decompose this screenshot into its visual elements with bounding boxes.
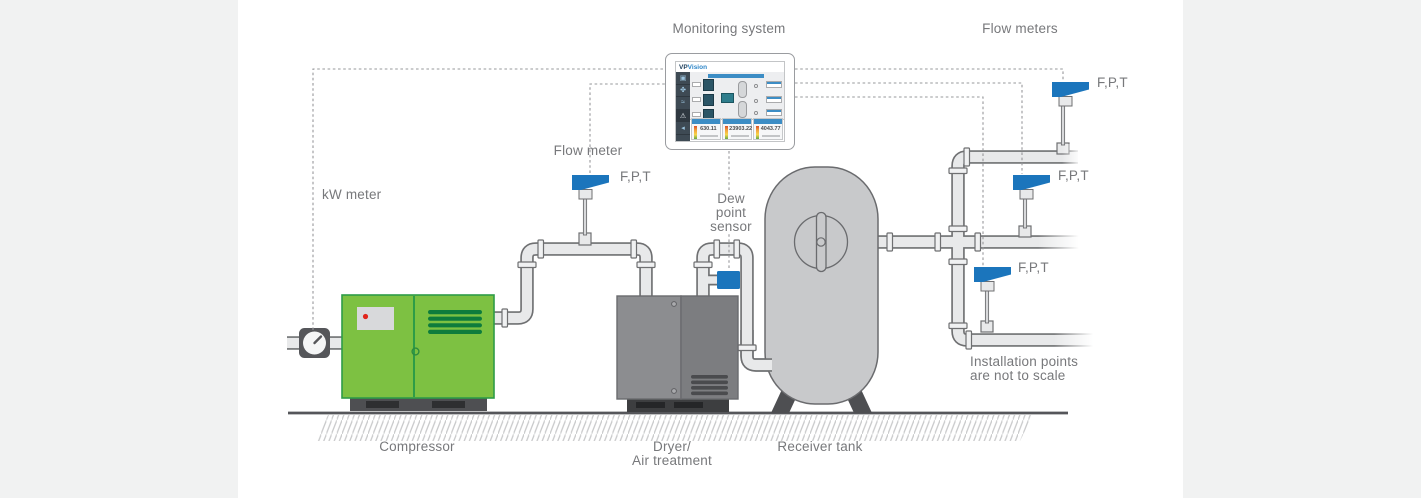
- pipe-flanges: [501, 147, 982, 352]
- diagram-canvas: VPVision ▣ ✤ ≈ ⚠ ◂: [238, 0, 1183, 498]
- pipe-fades: [1038, 144, 1100, 352]
- flow-meter-sensor-icon: [1013, 175, 1050, 229]
- vpvision-header: VPVision: [676, 62, 784, 72]
- tank-manhole-icon: [793, 211, 849, 273]
- stat-unit: [700, 134, 718, 137]
- system-diagram: [287, 68, 1100, 441]
- collapse-nav-icon: ◂: [676, 122, 690, 135]
- vpvision-screen: VPVision ▣ ✤ ≈ ⚠ ◂: [675, 61, 785, 142]
- mini-tank: [738, 101, 747, 118]
- stat-card-header: [754, 119, 783, 124]
- stat-value: 630.11: [700, 126, 717, 132]
- brand-vp: VP: [679, 64, 688, 71]
- stat-card: 4043.77: [753, 118, 784, 140]
- mini-tank: [738, 81, 747, 98]
- flow-meters-label: Flow meters: [982, 21, 1058, 36]
- stat-card: 23903.22: [722, 118, 752, 140]
- vpvision-stats-row: 630.11 23903.22 4043.77: [691, 118, 784, 140]
- flow-meter-sensor-icon: [974, 267, 1011, 324]
- dryer-screw-icon: [671, 301, 677, 307]
- alarm-nav-icon: ⚠: [676, 109, 690, 123]
- stat-gauge-icon: [755, 125, 759, 139]
- monitoring-system-label: Monitoring system: [672, 21, 786, 36]
- stat-value: 23903.22: [729, 126, 753, 132]
- flow-meter-sensor-icon: [572, 175, 609, 236]
- mini-readout: [766, 81, 782, 88]
- mini-flow-meter: [754, 111, 758, 115]
- vpvision-flow-diagram: [690, 72, 784, 121]
- flow-meter-sensor-icon: [1052, 82, 1089, 146]
- compressor-status-led: [362, 313, 369, 320]
- fpt-label: F,P,T: [620, 169, 651, 184]
- dryer-label-line2: Air treatment: [632, 453, 712, 468]
- flow-meter-sensors: [572, 82, 1089, 324]
- stat-unit: [762, 134, 781, 137]
- dryer: [616, 295, 739, 412]
- dew-point-sensor-label: Dew point sensor: [708, 192, 754, 234]
- stat-gauge-icon: [724, 125, 728, 139]
- mini-readout: [766, 96, 782, 103]
- receiver-tank: [737, 166, 879, 413]
- brand-vision: Vision: [687, 64, 708, 71]
- compressor-vents-icon: [428, 310, 482, 334]
- compressor-label: Compressor: [379, 439, 455, 454]
- mini-compressor: [703, 94, 714, 106]
- vpvision-sidebar: ▣ ✤ ≈ ⚠ ◂: [676, 72, 690, 141]
- stat-unit: [731, 134, 749, 137]
- mini-flow-meter: [754, 84, 758, 88]
- mini-label: [692, 82, 701, 87]
- compressor-display: [357, 307, 394, 330]
- ground: [288, 411, 1068, 441]
- stat-card-header: [723, 119, 751, 124]
- compressor-nav-icon: ▣: [676, 72, 690, 85]
- kw-meter: [299, 328, 330, 358]
- fpt-label: F,P,T: [1097, 75, 1128, 90]
- vpvision-logo: VPVision: [679, 63, 707, 72]
- stat-gauge-icon: [693, 125, 697, 139]
- dryer-nav-icon: ✤: [676, 85, 690, 98]
- trend-nav-icon: ≈: [676, 97, 690, 110]
- installation-note: Installation points are not to scale: [970, 354, 1079, 383]
- stat-card: 630.11: [691, 118, 721, 140]
- receiver-tank-label: Receiver tank: [777, 439, 863, 454]
- mini-compressor: [703, 79, 714, 91]
- kw-meter-label: kW meter: [322, 187, 382, 202]
- dryer-label-line1: Dryer/: [653, 439, 691, 454]
- mini-label: [692, 97, 701, 102]
- fpt-label: F,P,T: [1018, 260, 1049, 275]
- flow-meter-label: Flow meter: [553, 143, 623, 158]
- dryer-vents-icon: [691, 375, 728, 396]
- mini-readout: [766, 109, 782, 116]
- fpt-label: F,P,T: [1058, 168, 1089, 183]
- mini-flow-meter: [754, 99, 758, 103]
- monitoring-tablet: VPVision ▣ ✤ ≈ ⚠ ◂: [665, 53, 795, 150]
- stat-value: 4043.77: [760, 126, 781, 132]
- compressor-handle-icon: [411, 347, 420, 356]
- mini-label: [692, 112, 701, 117]
- diagram-title-bar: [708, 73, 764, 78]
- stat-card-header: [692, 119, 720, 124]
- dryer-screw-icon: [671, 388, 677, 394]
- compressor: [341, 294, 495, 411]
- mini-dryer: [721, 93, 734, 103]
- dew-point-sensor-icon: [717, 271, 740, 289]
